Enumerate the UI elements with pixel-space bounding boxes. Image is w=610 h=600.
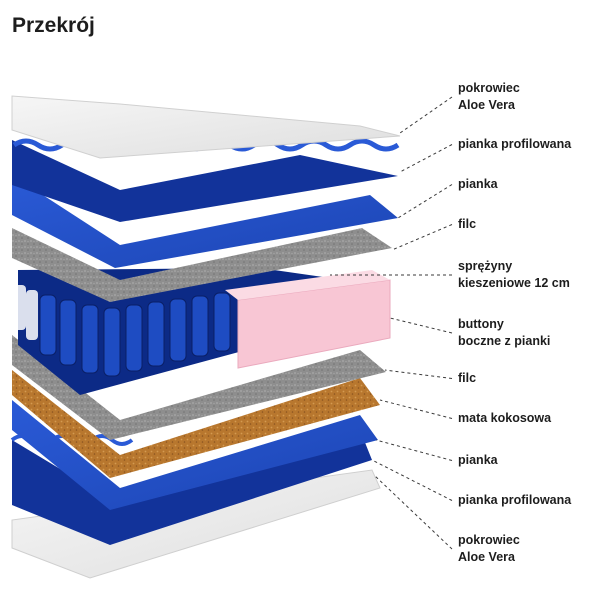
layer-label-line: filc	[458, 371, 477, 385]
leader-line	[397, 184, 453, 219]
page-title: Przekrój	[12, 14, 95, 37]
leader-line	[373, 474, 453, 550]
layer-label-line: buttony	[458, 317, 504, 331]
coconut-mat-layer	[12, 370, 380, 478]
layer-label-line: pianka profilowana	[458, 493, 572, 507]
leader-line	[384, 369, 453, 379]
top-cover-layer	[11, 95, 401, 159]
layer-label-line: pianka	[458, 453, 498, 467]
leader-line	[399, 144, 453, 173]
leader-line	[375, 439, 453, 461]
layer-label-line: pianka	[458, 177, 498, 191]
layer-label-line: boczne z pianki	[458, 334, 551, 348]
pocket-springs-block	[14, 268, 330, 395]
lower-felt-layer	[12, 335, 386, 440]
layer-label-line: pokrowiec	[458, 81, 520, 95]
layer-label-5: sprężyny kieszeniowe 12 cm	[458, 258, 570, 292]
layer-label-line: Aloe Vera	[458, 550, 515, 564]
leader-line	[399, 96, 453, 134]
upper-profiled-foam-layer	[12, 140, 398, 222]
layer-label-2: pianka profilowana	[458, 136, 571, 153]
pink-foam-side-button	[225, 270, 391, 369]
layer-label-line: Aloe Vera	[458, 98, 515, 112]
layer-label-7: filc	[458, 370, 476, 387]
leader-line	[389, 317, 453, 334]
layer-label-line: pianka profilowana	[458, 137, 572, 151]
layer-label-6: buttony boczne z pianki	[458, 316, 550, 350]
leader-line	[391, 224, 453, 251]
upper-felt-layer	[12, 228, 392, 302]
layer-label-10: pianka profilowana	[458, 492, 571, 509]
leader-line	[371, 459, 453, 501]
leader-lines	[330, 96, 453, 550]
leader-line	[379, 399, 453, 419]
upper-foam-layer	[12, 175, 398, 268]
layer-label-4: filc	[458, 216, 476, 233]
layer-label-9: pianka	[458, 452, 498, 469]
bottom-foam-layer	[12, 400, 378, 510]
layer-label-line: filc	[458, 217, 477, 231]
layer-label-line: sprężyny	[458, 259, 513, 273]
layer-label-line: kieszeniowe 12 cm	[458, 276, 570, 290]
layer-label-8: mata kokosowa	[458, 410, 551, 427]
layer-label-3: pianka	[458, 176, 498, 193]
layer-label-line: mata kokosowa	[458, 411, 552, 425]
layer-label-line: pokrowiec	[458, 533, 520, 547]
